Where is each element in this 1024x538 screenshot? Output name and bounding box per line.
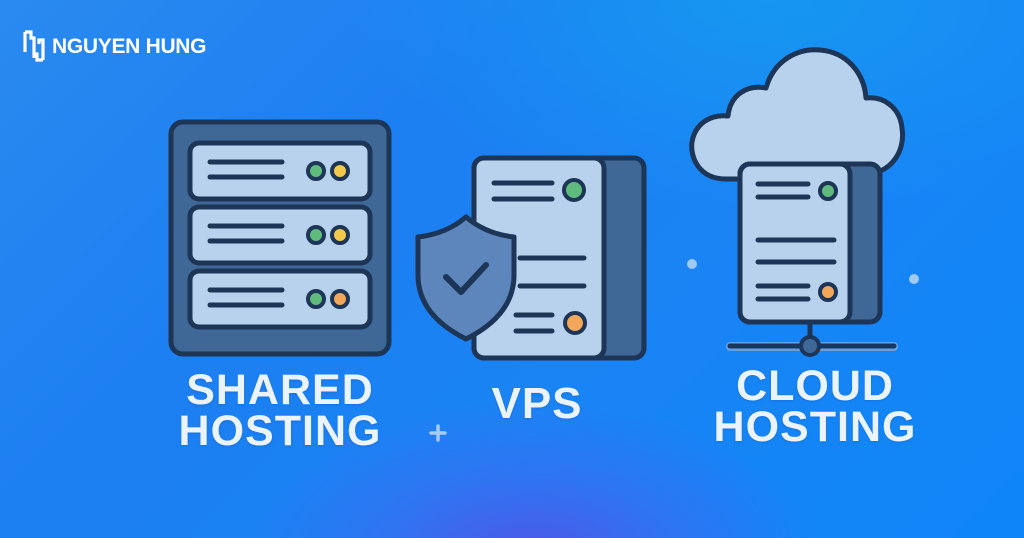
vps-label: VPS: [482, 379, 592, 428]
decorative-dot: [687, 259, 697, 269]
shared-hosting-line1: SHARED: [186, 366, 374, 414]
nh-monogram-icon: [22, 28, 46, 64]
decorative-dot: [909, 274, 919, 284]
shared-hosting-label: SHARED HOSTING: [165, 366, 395, 455]
cloud-hosting-label: CLOUD HOSTING: [700, 362, 930, 451]
secured-server-icon: [412, 155, 648, 361]
vps-line1: VPS: [491, 379, 583, 428]
brand-logo: NGUYEN HUNG: [22, 28, 207, 64]
server-rack-icon: [168, 119, 392, 357]
cloud-hosting-line2: HOSTING: [713, 402, 917, 451]
cloud-hosting-line1: CLOUD: [736, 362, 894, 410]
brand-name: NGUYEN HUNG: [52, 34, 207, 58]
cloud-server-icon: [686, 46, 914, 364]
plus-icon: [428, 423, 448, 443]
shared-hosting-line2: HOSTING: [178, 406, 382, 455]
